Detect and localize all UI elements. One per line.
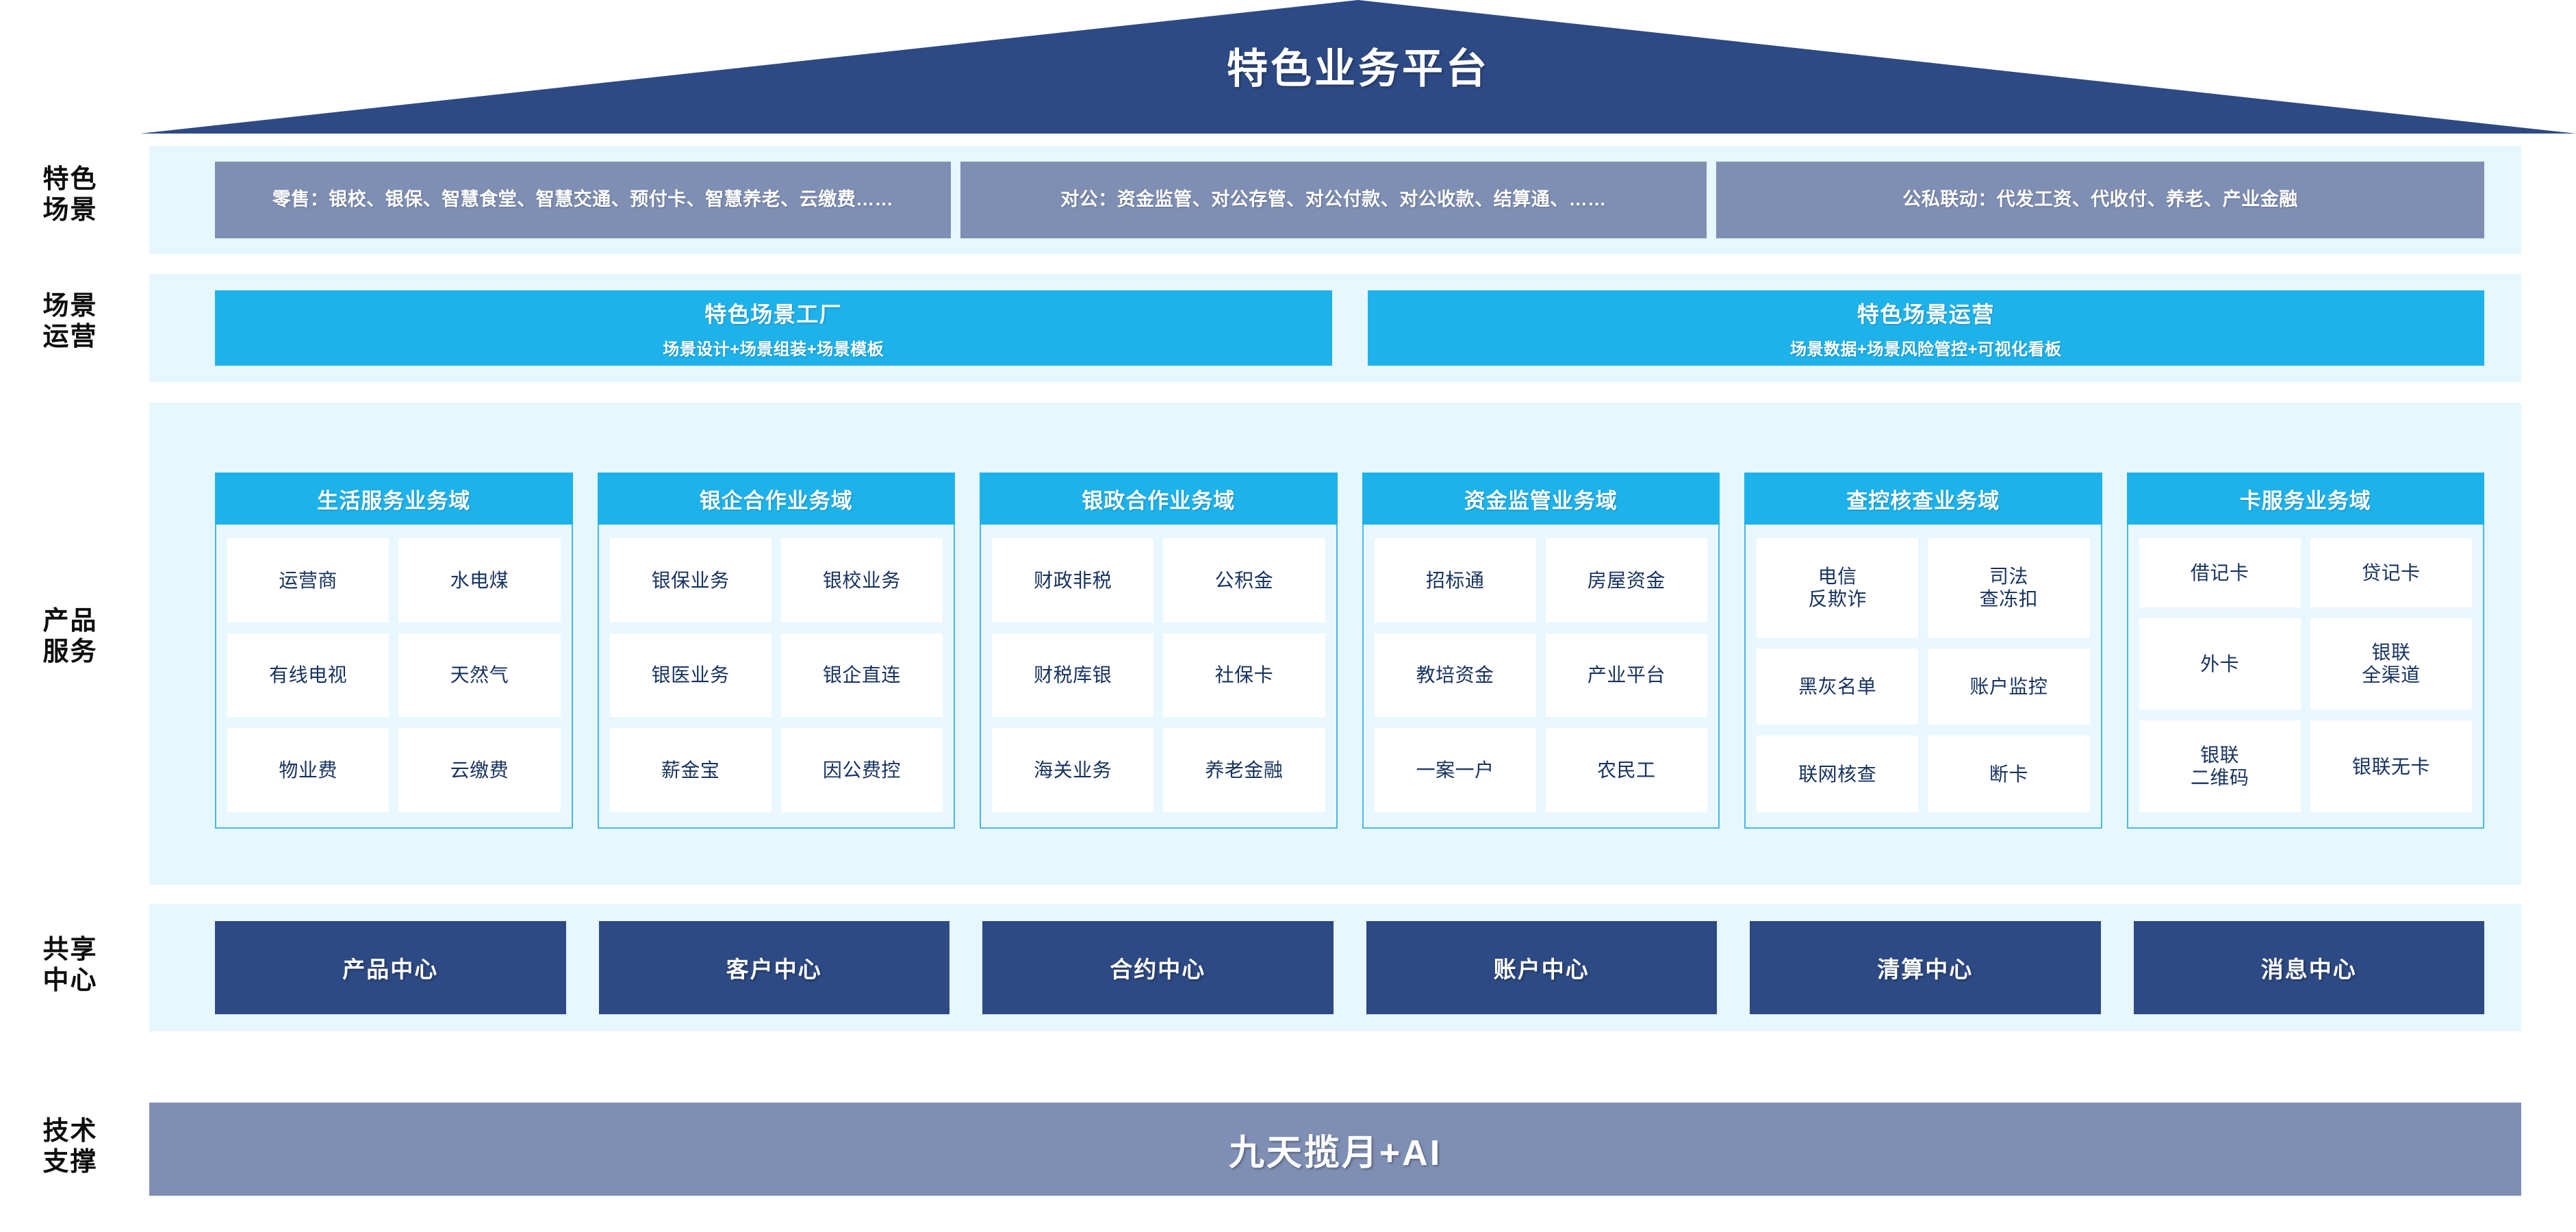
product-domain-item[interactable]: 云缴费 bbox=[398, 728, 561, 812]
product-domain-item[interactable]: 贷记卡 bbox=[2310, 538, 2472, 607]
product-domain-item[interactable]: 司法 查冻扣 bbox=[1928, 538, 2090, 638]
page-title: 特色业务平台 bbox=[1227, 46, 1490, 92]
shared-centers-row: 产品中心客户中心合约中心账户中心清算中心消息中心 bbox=[215, 921, 2484, 1014]
product-domain-grid: 财政非税公积金财税库银社保卡海关业务养老金融 bbox=[981, 525, 1336, 827]
product-domain-item[interactable]: 外卡 bbox=[2139, 618, 2301, 710]
product-domain-title: 查控核查业务域 bbox=[1744, 473, 2102, 525]
product-domain-item[interactable]: 有线电视 bbox=[227, 633, 390, 718]
operations-operation-title: 特色场景运营 bbox=[1857, 301, 1995, 327]
tech-support-bar: 九天揽月+AI bbox=[149, 1103, 2521, 1196]
product-domain-item[interactable]: 银联无卡 bbox=[2310, 720, 2472, 812]
product-domain-item[interactable]: 银校业务 bbox=[780, 538, 943, 623]
product-domain-item[interactable]: 联网核查 bbox=[1757, 736, 1919, 812]
product-domain-grid: 银保业务银校业务银医业务银企直连薪金宝因公费控 bbox=[599, 525, 954, 827]
scenario-row: 零售：银校、银保、智慧食堂、智慧交通、预付卡、智慧养老、云缴费…… 对公：资金监… bbox=[215, 162, 2484, 238]
shared-center-box[interactable]: 产品中心 bbox=[215, 921, 566, 1014]
operations-box-factory[interactable]: 特色场景工厂 场景设计+场景组装+场景模板 bbox=[215, 290, 1332, 366]
product-domain-item[interactable]: 运营商 bbox=[227, 538, 390, 623]
product-domain-item[interactable]: 教培资金 bbox=[1374, 633, 1536, 718]
product-domain-item[interactable]: 养老金融 bbox=[1163, 728, 1325, 812]
product-domain-grid: 运营商水电煤有线电视天然气物业费云缴费 bbox=[216, 525, 572, 827]
operations-factory-title: 特色场景工厂 bbox=[704, 301, 843, 327]
product-domain-item[interactable]: 断卡 bbox=[1928, 736, 2090, 812]
product-domain-item[interactable]: 天然气 bbox=[398, 633, 561, 718]
product-domain-title: 卡服务业务域 bbox=[2126, 473, 2484, 525]
row-label-operations: 场景 运营 bbox=[42, 292, 98, 351]
product-domain-item[interactable]: 电信 反欺诈 bbox=[1757, 538, 1919, 638]
product-domain-column: 查控核查业务域电信 反欺诈司法 查冻扣黑灰名单账户监控联网核查断卡 bbox=[1744, 473, 2102, 829]
row-label-scenarios: 特色 场景 bbox=[42, 165, 98, 225]
product-domain-item[interactable]: 社保卡 bbox=[1163, 633, 1325, 718]
product-domain-item[interactable]: 公积金 bbox=[1163, 538, 1325, 623]
product-domain-column: 资金监管业务域招标通房屋资金教培资金产业平台一案一户农民工 bbox=[1362, 473, 1720, 829]
product-domain-item[interactable]: 账户监控 bbox=[1928, 648, 2090, 725]
product-domain-item[interactable]: 银医业务 bbox=[609, 633, 771, 718]
product-domain-item[interactable]: 水电煤 bbox=[398, 538, 561, 623]
row-label-products: 产品 服务 bbox=[42, 607, 98, 666]
shared-center-box[interactable]: 合约中心 bbox=[982, 921, 1334, 1014]
product-domain-item[interactable]: 房屋资金 bbox=[1545, 538, 1707, 623]
product-domain-item[interactable]: 海关业务 bbox=[992, 728, 1154, 812]
product-domain-item[interactable]: 财政非税 bbox=[992, 538, 1154, 623]
product-domain-item[interactable]: 招标通 bbox=[1374, 538, 1536, 623]
shared-center-box[interactable]: 清算中心 bbox=[1750, 921, 2101, 1014]
product-domain-grid: 招标通房屋资金教培资金产业平台一案一户农民工 bbox=[1364, 525, 1719, 827]
row-label-tech: 技术 支撑 bbox=[42, 1117, 98, 1177]
shared-center-box[interactable]: 消息中心 bbox=[2133, 921, 2484, 1014]
product-domain-item[interactable]: 农民工 bbox=[1545, 728, 1707, 812]
product-domain-grid: 借记卡贷记卡外卡银联 全渠道银联 二维码银联无卡 bbox=[2128, 525, 2484, 827]
product-domain-item[interactable]: 银联 全渠道 bbox=[2310, 618, 2472, 710]
platform-banner: 特色业务平台 bbox=[140, 0, 2576, 134]
product-domain-item[interactable]: 一案一户 bbox=[1374, 728, 1536, 812]
scenario-box-retail[interactable]: 零售：银校、银保、智慧食堂、智慧交通、预付卡、智慧养老、云缴费…… bbox=[215, 162, 951, 238]
product-domain-item[interactable]: 财税库银 bbox=[992, 633, 1154, 718]
product-domain-item[interactable]: 银联 二维码 bbox=[2139, 720, 2301, 812]
product-domain-item[interactable]: 银企直连 bbox=[780, 633, 943, 718]
product-domain-item[interactable]: 黑灰名单 bbox=[1757, 648, 1919, 725]
scenario-box-linkage[interactable]: 公私联动：代发工资、代收付、养老、产业金融 bbox=[1716, 162, 2484, 238]
operations-row: 特色场景工厂 场景设计+场景组装+场景模板 特色场景运营 场景数据+场景风险管控… bbox=[215, 290, 2484, 366]
shared-center-box[interactable]: 客户中心 bbox=[598, 921, 949, 1014]
scenario-box-corporate[interactable]: 对公：资金监管、对公存管、对公付款、对公收款、结算通、…… bbox=[960, 162, 1707, 238]
product-domain-item[interactable]: 产业平台 bbox=[1545, 633, 1707, 718]
shared-center-box[interactable]: 账户中心 bbox=[1366, 921, 1717, 1014]
product-domain-column: 银政合作业务域财政非税公积金财税库银社保卡海关业务养老金融 bbox=[980, 473, 1338, 829]
product-domain-column: 卡服务业务域借记卡贷记卡外卡银联 全渠道银联 二维码银联无卡 bbox=[2126, 473, 2484, 829]
operations-operation-subtitle: 场景数据+场景风险管控+可视化看板 bbox=[1789, 340, 2062, 359]
product-domain-title: 资金监管业务域 bbox=[1362, 473, 1720, 525]
product-domain-title: 银企合作业务域 bbox=[597, 473, 955, 525]
product-domain-item[interactable]: 物业费 bbox=[227, 728, 390, 812]
operations-factory-subtitle: 场景设计+场景组装+场景模板 bbox=[663, 340, 884, 359]
product-domain-grid: 电信 反欺诈司法 查冻扣黑灰名单账户监控联网核查断卡 bbox=[1746, 525, 2101, 827]
operations-box-operation[interactable]: 特色场景运营 场景数据+场景风险管控+可视化看板 bbox=[1367, 290, 2484, 366]
product-domain-column: 生活服务业务域运营商水电煤有线电视天然气物业费云缴费 bbox=[215, 473, 573, 829]
product-domain-title: 银政合作业务域 bbox=[980, 473, 1338, 525]
product-domain-column: 银企合作业务域银保业务银校业务银医业务银企直连薪金宝因公费控 bbox=[597, 473, 955, 829]
product-domain-item[interactable]: 薪金宝 bbox=[609, 728, 771, 812]
product-domains-row: 生活服务业务域运营商水电煤有线电视天然气物业费云缴费银企合作业务域银保业务银校业… bbox=[215, 473, 2484, 829]
product-domain-item[interactable]: 银保业务 bbox=[609, 538, 771, 623]
row-label-shared: 共享 中心 bbox=[42, 935, 98, 995]
product-domain-item[interactable]: 因公费控 bbox=[780, 728, 943, 812]
product-domain-title: 生活服务业务域 bbox=[215, 473, 573, 525]
product-domain-item[interactable]: 借记卡 bbox=[2139, 538, 2301, 607]
